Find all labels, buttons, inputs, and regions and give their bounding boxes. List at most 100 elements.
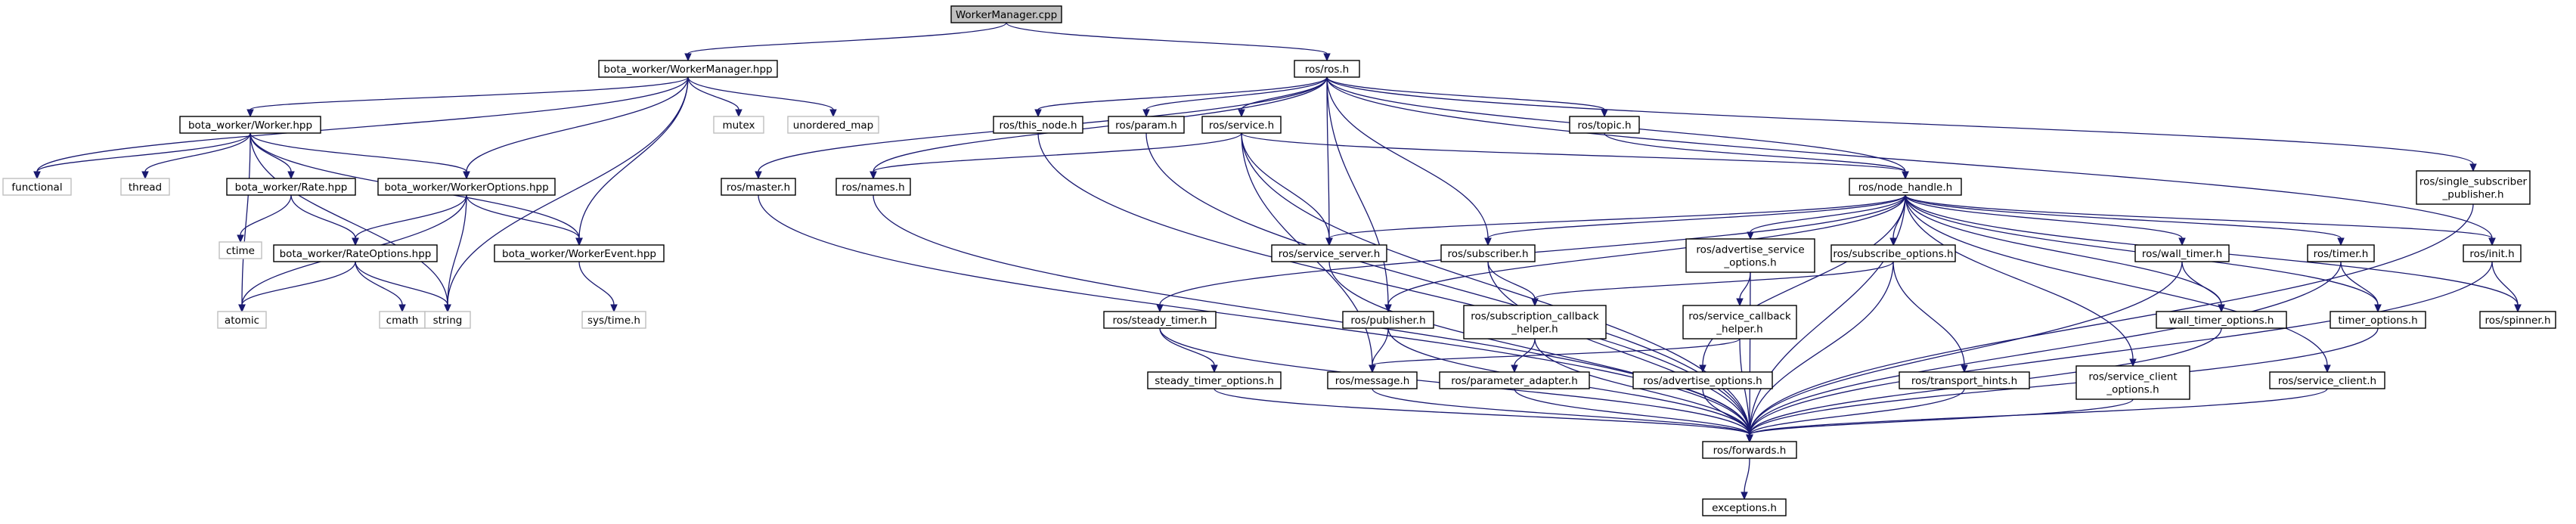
node-publisher[interactable]: ros/publisher.h: [1342, 311, 1434, 329]
node-box: [2075, 365, 2190, 400]
node-names[interactable]: ros/names.h: [835, 178, 911, 196]
edge-subscriber-to-forwards: [1487, 261, 1750, 436]
edge-ros-h-to-init: [1326, 76, 2493, 239]
edge-arrowhead: [398, 304, 406, 313]
node-label: ros/message.h: [1335, 375, 1410, 387]
node-subscribe-options[interactable]: ros/subscribe_options.h: [1830, 244, 1956, 262]
node-service-cb-helper[interactable]: ros/service_callback_helper.h: [1682, 305, 1797, 340]
node-label: ros/node_handle.h: [1858, 181, 1952, 194]
node-service-client[interactable]: ros/service_client.h: [2269, 371, 2385, 389]
edge-arrowhead: [870, 171, 877, 180]
node-box: [377, 178, 556, 196]
edge-node-handle-to-forwards: [1749, 194, 1906, 436]
node-worker-hpp[interactable]: bota_worker/Worker.hpp: [179, 116, 321, 134]
node-box: [1327, 371, 1418, 389]
node-service[interactable]: ros/service.h: [1201, 116, 1282, 134]
edge-node-handle-to-init: [1905, 194, 2493, 239]
node-parameter-adapter[interactable]: ros/parameter_adapter.h: [1439, 371, 1590, 389]
node-steady-timer[interactable]: ros/steady_timer.h: [1103, 311, 1217, 329]
node-timer[interactable]: ros/timer.h: [2307, 244, 2375, 262]
node-wall-timer-options[interactable]: wall_timer_options.h: [2156, 311, 2287, 329]
node-timer-options[interactable]: timer_options.h: [2330, 311, 2426, 329]
edge-arrowhead: [1034, 109, 1042, 118]
node-cmath: cmath: [379, 311, 426, 329]
node-master[interactable]: ros/master.h: [721, 178, 796, 196]
edge-arrowhead: [1511, 364, 1518, 374]
node-label: ctime: [226, 245, 255, 257]
edge-arrowhead: [2469, 163, 2477, 172]
node-label: ros/transport_hints.h: [1911, 375, 2017, 387]
edge-arrowhead: [1531, 298, 1539, 307]
edge-arrowhead: [1323, 53, 1331, 62]
edge-ros-h-to-service: [1241, 76, 1328, 110]
node-topic[interactable]: ros/topic.h: [1569, 116, 1640, 134]
node-service-server[interactable]: ros/service_server.h: [1271, 244, 1387, 262]
node-atomic: atomic: [217, 311, 267, 329]
node-param[interactable]: ros/param.h: [1108, 116, 1185, 134]
edge-parameter-adapter-to-forwards: [1514, 388, 1750, 436]
edge-node-handle-to-service-client: [1905, 194, 2328, 366]
node-box: [219, 241, 262, 259]
edge-service-client-options-to-forwards: [1749, 398, 2134, 436]
edge-ros-h-to-this-node: [1037, 76, 1328, 110]
edge-arrowhead: [2218, 304, 2225, 313]
node-label: ros/spinner.h: [2485, 315, 2550, 327]
node-label: bota_worker/Rate.hpp: [235, 181, 348, 194]
node-init[interactable]: ros/init.h: [2463, 244, 2522, 262]
node-wm-hpp[interactable]: bota_worker/WorkerManager.hpp: [598, 60, 778, 78]
node-service-client-options[interactable]: ros/service_client_options.h: [2075, 365, 2190, 400]
node-ros-h[interactable]: ros/ros.h: [1294, 60, 1360, 78]
node-box: [217, 311, 267, 329]
node-transport-hints[interactable]: ros/transport_hints.h: [1899, 371, 2030, 389]
edge-arrowhead: [2337, 237, 2345, 246]
node-workerevent-hpp[interactable]: bota_worker/WorkerEvent.hpp: [494, 244, 665, 262]
node-label: bota_worker/WorkerEvent.hpp: [502, 248, 656, 260]
edge-arrowhead: [1142, 109, 1150, 118]
edge-arrowhead: [610, 304, 618, 313]
node-forwards[interactable]: ros/forwards.h: [1702, 441, 1797, 459]
edge-service-cb-helper-to-message: [1372, 338, 1741, 366]
node-box: [1201, 116, 1282, 134]
node-steady-timer-options[interactable]: steady_timer_options.h: [1147, 371, 1282, 389]
node-node-handle[interactable]: ros/node_handle.h: [1849, 178, 1962, 196]
node-box: [1702, 498, 1787, 516]
node-label: ros/parameter_adapter.h: [1451, 375, 1578, 387]
node-rateoptions-hpp[interactable]: bota_worker/RateOptions.hpp: [273, 244, 438, 262]
node-label: ros/this_node.h: [999, 119, 1077, 132]
node-rate-hpp[interactable]: bota_worker/Rate.hpp: [226, 178, 356, 196]
edge-timer-options-to-forwards: [1749, 327, 2379, 436]
node-wall-timer[interactable]: ros/wall_timer.h: [2134, 244, 2230, 262]
node-label: unordered_map: [793, 119, 873, 132]
node-sub-cb-helper[interactable]: ros/subscription_callback_helper.h: [1463, 305, 1607, 340]
node-exceptions[interactable]: exceptions.h: [1702, 498, 1787, 516]
edge-wm-hpp-to-mutex: [687, 76, 739, 110]
node-box: [179, 116, 321, 134]
node-spinner[interactable]: ros/spinner.h: [2479, 311, 2556, 329]
node-advertise-service-options[interactable]: ros/advertise_service_options.h: [1685, 238, 1815, 273]
edge-worker-hpp-to-functional: [36, 132, 251, 172]
node-message[interactable]: ros/message.h: [1327, 371, 1418, 389]
edge-arrowhead: [1484, 237, 1492, 246]
node-label: ros/service_client: [2088, 371, 2177, 383]
node-label: wall_timer_options.h: [2169, 315, 2274, 327]
node-label: bota_worker/Worker.hpp: [188, 119, 312, 132]
node-label: ros/ros.h: [1305, 64, 1350, 76]
edge-node-handle-to-publisher: [1387, 194, 1906, 305]
node-single-sub-pub[interactable]: ros/single_subscriber_publisher.h: [2416, 170, 2531, 205]
node-label: exceptions.h: [1712, 502, 1777, 514]
edge-arrowhead: [141, 171, 149, 180]
node-this-node[interactable]: ros/this_node.h: [993, 116, 1083, 134]
edge-arrowhead: [1741, 491, 1748, 501]
edge-arrowhead: [1384, 304, 1392, 313]
edge-arrowhead: [1746, 434, 1753, 443]
node-subscriber[interactable]: ros/subscriber.h: [1440, 244, 1536, 262]
node-label: bota_worker/WorkerOptions.hpp: [384, 181, 548, 194]
node-workeroptions-hpp[interactable]: bota_worker/WorkerOptions.hpp: [377, 178, 556, 196]
edge-rateoptions-hpp-to-string: [355, 261, 448, 305]
edge-arrowhead: [2514, 304, 2522, 313]
node-label: _options.h: [1723, 257, 1776, 269]
edge-steady-timer-options-to-forwards: [1214, 388, 1750, 436]
edge-arrowhead: [463, 171, 470, 180]
node-advertise-options[interactable]: ros/advertise_options.h: [1632, 371, 1773, 389]
edge-ros-h-to-single-sub-pub: [1326, 76, 2474, 165]
